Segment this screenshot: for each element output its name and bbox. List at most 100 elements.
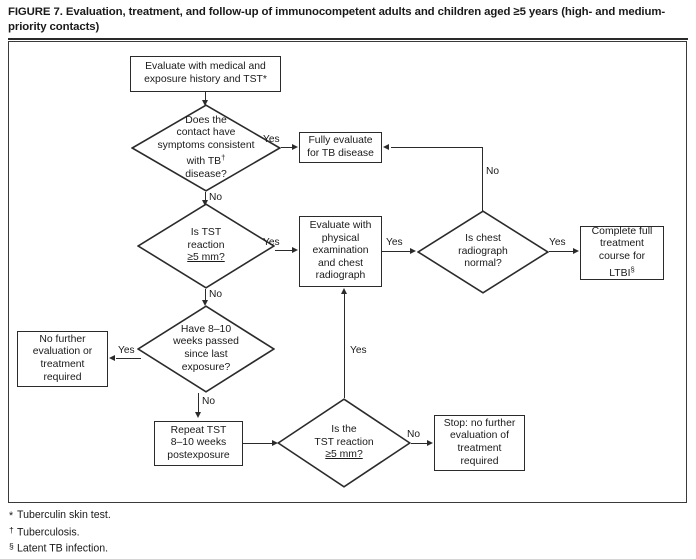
node-weeks-passed-line1: Have 8–10 <box>180 323 232 335</box>
title-rule <box>8 38 688 40</box>
edge-label-phys-yes: Yes <box>386 237 403 248</box>
footnote-mark: * <box>9 510 14 522</box>
node-physical-exam-line1: Evaluate with <box>309 220 372 232</box>
edge-label-symptoms-yes: Yes <box>263 134 280 145</box>
edge-weeks-passed-to-repeat-tst <box>198 393 200 414</box>
arrowhead-down <box>195 412 201 418</box>
edge-symptoms-to-tst <box>205 192 207 205</box>
arrowhead-right <box>410 248 416 254</box>
arrowhead-up <box>341 288 347 294</box>
diamond-shape <box>137 203 275 289</box>
edge-physical-exam-to-chest-radiograph <box>382 251 412 253</box>
node-chest-radiograph-line1: Is chest <box>465 233 501 245</box>
node-stop-line4: required <box>460 455 499 467</box>
node-stop-line3: treatment <box>457 443 502 454</box>
edge-tst2-to-stop <box>411 443 429 445</box>
arrowhead-right <box>427 440 433 446</box>
node-no-further-evaluation-line2: evaluation or <box>32 346 93 358</box>
diamond-shape <box>277 398 411 488</box>
node-ltbi-treatment-line2: treatment <box>600 238 644 250</box>
node-symptoms-line1: Does the <box>185 114 227 126</box>
footnote-marker-section: § <box>630 264 635 274</box>
node-ltbi-treatment-line4: LTBI <box>609 267 631 279</box>
node-physical-exam-line5: radiograph <box>315 270 366 282</box>
node-fully-evaluate: Fully evaluate for TB disease <box>299 132 382 163</box>
node-tst-reaction-repeat: Is the TST reaction ≥5 mm? <box>277 398 411 488</box>
edge-label-symptoms-no: No <box>209 192 223 203</box>
arrowhead-left <box>109 355 115 361</box>
node-tst-reaction-repeat-line2: TST reaction <box>314 436 374 448</box>
node-stop-line2: evaluation of <box>450 430 509 442</box>
diamond-shape <box>417 210 549 294</box>
edge-label-tst-no: No <box>209 289 223 300</box>
edge-label-tst-yes: Yes <box>263 237 280 248</box>
arrowhead-right <box>292 247 298 253</box>
node-weeks-passed: Have 8–10 weeks passed since last exposu… <box>137 305 275 393</box>
edge-chest-radiograph-to-ltbi <box>549 251 575 253</box>
footnote-text: Latent TB infection. <box>17 542 109 555</box>
edge-label-tst2-yes: Yes <box>350 345 367 356</box>
node-ltbi-treatment-line3: course for <box>598 251 646 262</box>
node-physical-exam-line4: and chest <box>317 257 364 269</box>
node-repeat-tst-line3: postexposure <box>167 449 230 461</box>
footnote-text: Tuberculosis. <box>17 526 80 539</box>
node-symptoms-line5: disease? <box>185 168 227 180</box>
edge-tst-to-weeks-passed <box>205 289 207 303</box>
node-weeks-passed-line4: exposure? <box>181 361 231 373</box>
node-symptoms-line4: with TB <box>186 156 222 168</box>
edge-label-tst2-no: No <box>407 429 421 440</box>
edge-label-cxr-no: No <box>486 166 500 177</box>
footnote-item: †Tuberculosis. <box>9 524 111 540</box>
node-repeat-tst: Repeat TST 8–10 weeks postexposure <box>154 421 243 466</box>
edge-label-weeks-no: No <box>202 396 216 407</box>
node-stop-line1: Stop: no further <box>443 417 516 429</box>
node-symptoms-line3: symptoms consistent <box>157 139 255 151</box>
edge-chest-radiograph-to-fully-evaluate-horizontal <box>391 147 483 149</box>
arrowhead-down <box>202 100 208 106</box>
footnote-item: §Latent TB infection. <box>9 540 111 556</box>
footnote-item: *Tuberculin skin test. <box>9 509 111 524</box>
node-tst-reaction-line2: reaction <box>187 239 225 251</box>
node-chest-radiograph: Is chest radiograph normal? <box>417 210 549 294</box>
arrowhead-right <box>292 144 298 150</box>
edge-label-weeks-yes: Yes <box>118 345 135 356</box>
node-tst-reaction-line3: ≥5 mm? <box>187 252 225 264</box>
footnotes: *Tuberculin skin test. †Tuberculosis. §L… <box>9 509 111 556</box>
node-tst-reaction-repeat-line1: Is the <box>331 424 357 436</box>
edge-weeks-passed-to-no-further <box>116 358 141 360</box>
node-tst-reaction: Is TST reaction ≥5 mm? <box>137 203 275 289</box>
node-no-further-evaluation-line1: No further <box>39 333 86 345</box>
node-symptoms: Does the contact have symptoms consisten… <box>131 104 281 192</box>
node-ltbi-treatment-line1: Complete full <box>591 225 653 237</box>
node-ltbi-treatment: Complete full treatment course for LTBI§ <box>580 226 664 280</box>
node-physical-exam-line3: examination <box>312 245 369 257</box>
node-no-further-evaluation: No further evaluation or treatment requi… <box>17 331 108 387</box>
node-fully-evaluate-line2: for TB disease <box>307 147 374 159</box>
edge-label-cxr-yes: Yes <box>549 237 566 248</box>
node-tst-reaction-line1: Is TST <box>190 227 222 239</box>
edge-chest-radiograph-to-fully-evaluate-vertical <box>482 147 484 211</box>
node-tst-reaction-repeat-line3: ≥5 mm? <box>325 449 363 461</box>
edge-start-to-symptoms <box>205 92 207 106</box>
edge-tst-to-physical-exam <box>275 250 294 252</box>
node-chest-radiograph-line3: normal? <box>464 258 502 270</box>
node-start-line2: exposure history and TST* <box>144 74 267 85</box>
arrowhead-down <box>202 300 208 306</box>
footnote-mark: † <box>9 524 14 535</box>
diamond-shape <box>137 305 275 393</box>
diamond-shape <box>131 104 281 192</box>
footnote-marker-dagger: † <box>221 153 226 163</box>
node-repeat-tst-line2: 8–10 weeks <box>170 437 227 449</box>
arrowhead-down <box>202 200 208 206</box>
node-no-further-evaluation-line4: required <box>43 371 82 383</box>
node-stop: Stop: no further evaluation of treatment… <box>434 415 525 471</box>
edge-repeat-tst-to-tst2 <box>243 443 276 445</box>
node-repeat-tst-line1: Repeat TST <box>170 424 227 436</box>
arrowhead-right <box>272 440 278 446</box>
node-chest-radiograph-line2: radiograph <box>458 245 508 257</box>
edge-tst2-to-physical-exam <box>344 294 346 398</box>
node-weeks-passed-line3: since last <box>184 349 228 360</box>
node-weeks-passed-line2: weeks passed <box>173 336 239 348</box>
node-symptoms-line2: contact have <box>176 127 236 139</box>
